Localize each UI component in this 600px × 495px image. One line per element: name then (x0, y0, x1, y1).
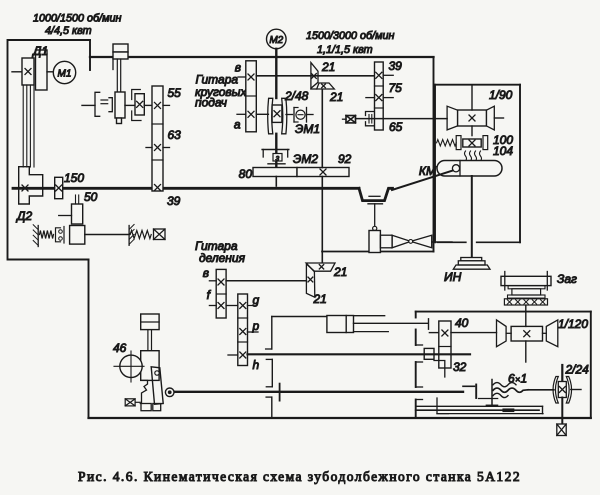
svg-text:подач: подач (195, 96, 227, 110)
svg-text:50: 50 (84, 190, 98, 204)
svg-text:55: 55 (168, 86, 182, 100)
svg-text:104: 104 (493, 144, 513, 158)
svg-text:деления: деления (199, 251, 246, 265)
svg-text:круговых: круговых (195, 85, 247, 99)
svg-text:2/24: 2/24 (565, 363, 590, 377)
svg-text:4/4,5 квт: 4/4,5 квт (45, 25, 92, 37)
svg-text:Д1: Д1 (31, 44, 48, 58)
svg-text:М1: М1 (58, 69, 72, 80)
svg-text:ИН: ИН (444, 270, 462, 284)
svg-text:92: 92 (338, 152, 352, 166)
svg-text:1500/3000 об/мин: 1500/3000 об/мин (306, 30, 395, 42)
svg-text:р: р (252, 319, 260, 333)
svg-text:63: 63 (168, 128, 182, 142)
svg-text:1,1/1,5 квт: 1,1/1,5 квт (317, 44, 373, 56)
svg-text:39: 39 (167, 194, 181, 208)
svg-text:1: 1 (521, 372, 528, 386)
svg-text:2/48: 2/48 (284, 89, 309, 103)
svg-text:21: 21 (321, 60, 335, 74)
svg-text:Д2: Д2 (15, 209, 32, 223)
svg-text:а: а (234, 118, 241, 132)
svg-text:75: 75 (389, 81, 403, 95)
svg-text:в: в (235, 61, 241, 75)
svg-text:М2: М2 (269, 35, 283, 46)
svg-text:65: 65 (389, 120, 403, 134)
svg-text:в: в (203, 266, 209, 280)
svg-text:Гитара: Гитара (195, 239, 238, 253)
svg-text:150: 150 (64, 171, 84, 185)
svg-text:80: 80 (239, 167, 253, 181)
svg-text:Рис. 4.6. Кинематическая схема: Рис. 4.6. Кинематическая схема зубодолбе… (78, 469, 521, 484)
svg-text:1/120: 1/120 (558, 317, 588, 331)
svg-text:×: × (515, 375, 520, 385)
svg-text:f: f (207, 288, 212, 302)
svg-text:40: 40 (455, 316, 469, 330)
svg-text:g: g (253, 293, 260, 307)
svg-text:Гитара: Гитара (196, 73, 239, 87)
svg-text:32: 32 (453, 360, 467, 374)
svg-text:46: 46 (113, 341, 127, 355)
svg-text:1000/1500 об/мин: 1000/1500 об/мин (33, 13, 122, 25)
svg-text:з: з (275, 154, 280, 163)
svg-text:h: h (253, 358, 260, 372)
svg-text:21: 21 (329, 90, 343, 104)
svg-text:39: 39 (389, 59, 403, 73)
svg-text:6: 6 (508, 372, 515, 386)
svg-text:ЭМ1: ЭМ1 (295, 122, 320, 136)
svg-text:1/90: 1/90 (489, 88, 513, 102)
svg-text:21: 21 (333, 265, 347, 279)
svg-text:21: 21 (313, 292, 327, 306)
svg-text:ЭМ2: ЭМ2 (293, 152, 318, 166)
svg-text:Заг: Заг (557, 272, 577, 286)
svg-text:КМ: КМ (419, 164, 436, 178)
svg-text:100: 100 (493, 133, 513, 147)
